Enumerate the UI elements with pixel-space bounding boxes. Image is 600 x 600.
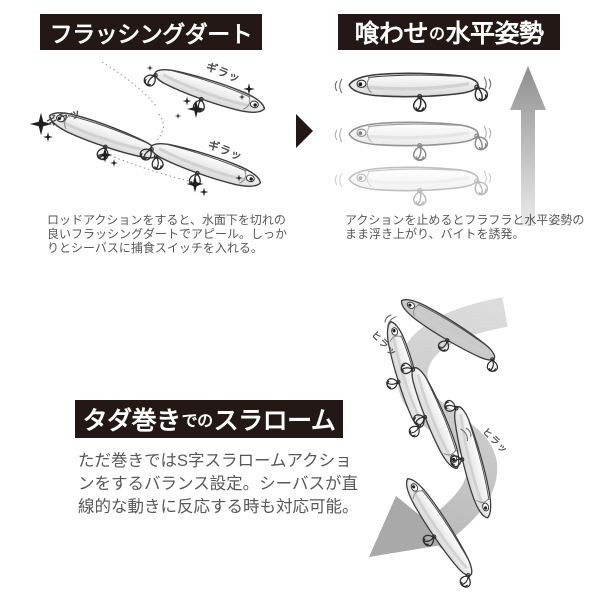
caption-line: アクションを止めるとフラフラと水平姿勢の [345, 213, 585, 227]
slalom-illustration: ヒラッ ヒラッ [369, 300, 510, 598]
slalom-caption: ただ巻きではS字スラロームアクショ ンをするバランス設定。シーバスが直 線的な動… [78, 450, 363, 519]
header-horizontal-posture-text: 水平姿勢 [445, 20, 545, 48]
header-slalom-text: スラローム [213, 407, 336, 435]
upward-arrow-icon [510, 66, 546, 226]
dart-path-dotted-line [113, 156, 194, 183]
flashing-dart-caption: ロッドアクションをすると、水面下を切れの 良いフラッシングダートでアピール。しっ… [47, 213, 297, 255]
caption-line: りとシーバスに捕食スイッチを入れる。 [47, 241, 263, 255]
header-horizontal-posture: 喰わせ の 水平姿勢 [338, 14, 560, 50]
caption-line: 線的な動きに反応する時も対応可能。 [78, 498, 359, 516]
header-slalom-text: での [181, 413, 214, 430]
lure-rising-bottom [334, 167, 492, 205]
caption-line: ロッドアクションをすると、水面下を切れの [47, 213, 286, 227]
caption-line: ンをするバランス設定。シーバスが直 [78, 475, 359, 493]
header-slalom-text: タダ巻き [82, 407, 182, 435]
header-horizontal-posture-text: 喰わせ [354, 20, 428, 48]
lure-rising-top [334, 73, 492, 111]
caption-line: 良いフラッシングダートでアピール。しっか [47, 227, 288, 241]
header-slalom: タダ巻き での スラローム [75, 400, 343, 438]
horizontal-posture-illustration [334, 66, 546, 226]
caption-line: ただ巻きではS字スラロームアクショ [78, 452, 352, 470]
lure-rising-middle [334, 122, 492, 160]
header-flashing-dart-text: フラッシングダート [49, 21, 253, 47]
lure-darting-bottom [134, 134, 263, 205]
header-horizontal-posture-text: の [428, 26, 445, 43]
lure-darting-top [138, 60, 267, 131]
dart-path-dotted-line [155, 113, 164, 142]
right-pointer-icon [296, 114, 313, 148]
flashing-dart-illustration: ギラッ ギラッ ギラッ [29, 58, 300, 235]
header-flashing-dart: フラッシングダート [40, 14, 262, 50]
caption-line: まま浮き上がり、バイトを誘発。 [345, 227, 525, 241]
horizontal-posture-caption: アクションを止めるとフラフラと水平姿勢の まま浮き上がり、バイトを誘発。 [345, 213, 585, 241]
